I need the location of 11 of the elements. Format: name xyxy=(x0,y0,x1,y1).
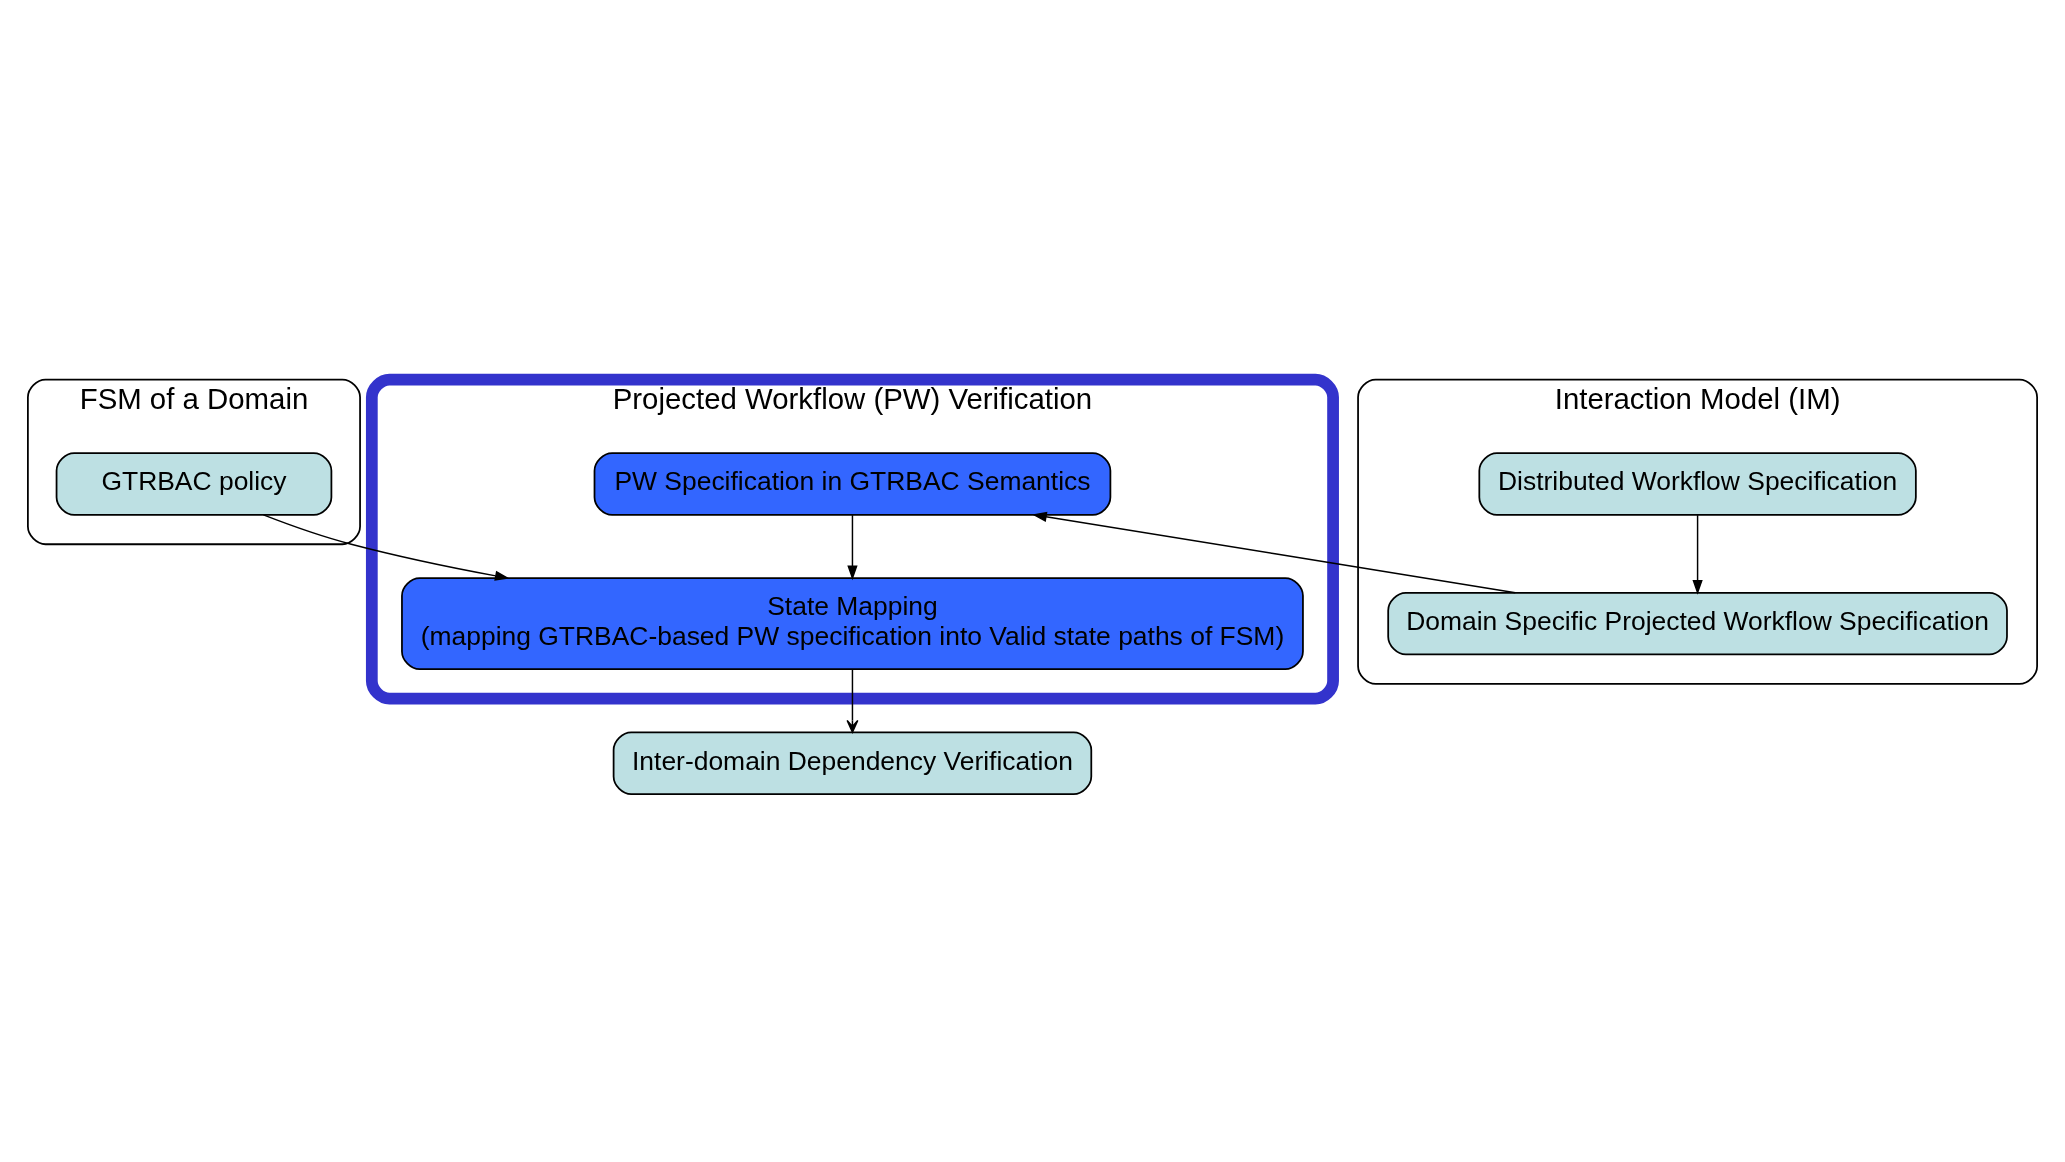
node-box: Distributed Workflow Specification xyxy=(1478,452,1917,516)
node-box: GTRBAC policy xyxy=(55,452,333,516)
arrow xyxy=(847,514,858,581)
arrow xyxy=(846,668,859,733)
arrow xyxy=(1692,514,1703,595)
node-box: PW Specification in GTRBAC Semantics xyxy=(593,452,1112,516)
node-box: Inter-domain Dependency Verification xyxy=(612,731,1093,795)
node-box: State Mapping (mapping GTRBAC-based PW specification into Valid state paths of FSM) xyxy=(401,577,1304,671)
arrow xyxy=(1032,511,1517,594)
arrow xyxy=(262,514,510,581)
node-box: Domain Specific Projected Workflow Specification xyxy=(1387,591,2008,656)
